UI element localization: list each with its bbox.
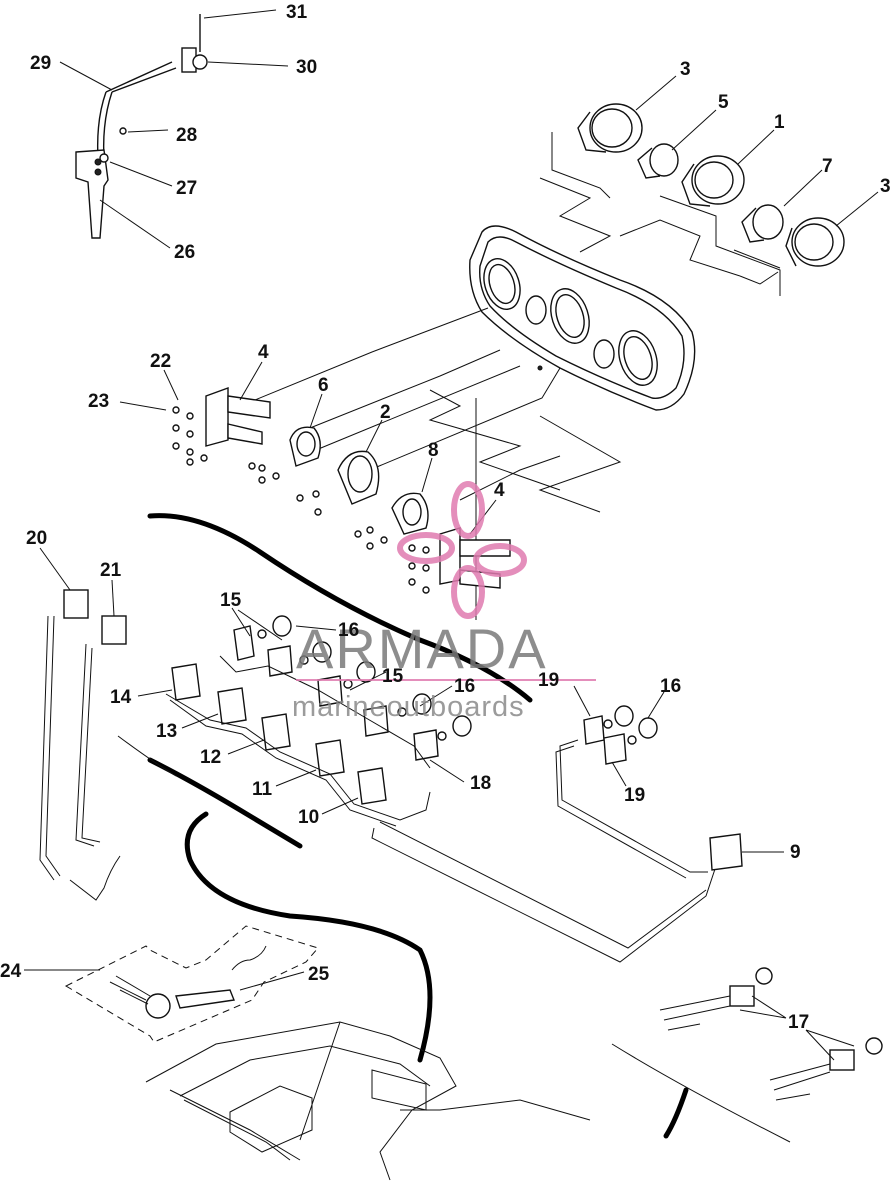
throttle-cable-assembly <box>75 14 208 239</box>
dash-panel <box>469 225 696 411</box>
callout-4-left: 4 <box>258 342 269 363</box>
callout-30: 30 <box>296 57 317 78</box>
callout-28: 28 <box>176 125 197 146</box>
console-shell <box>145 1021 591 1181</box>
callout-31: 31 <box>286 2 308 23</box>
callout-9: 9 <box>790 842 801 863</box>
leader-lines <box>24 9 879 1061</box>
callout-19-top: 19 <box>538 670 559 691</box>
switch-hardware-17 <box>659 967 883 1101</box>
callout-15-mid: 15 <box>382 666 404 687</box>
callout-24: 24 <box>0 961 22 982</box>
callout-3-top: 3 <box>680 59 691 80</box>
callout-23: 23 <box>88 391 109 412</box>
callout-29: 29 <box>30 53 51 74</box>
armada-logo-icon <box>397 481 527 619</box>
callout-6: 6 <box>318 375 329 396</box>
callout-10: 10 <box>298 807 319 828</box>
callout-16-top: 16 <box>338 620 359 641</box>
callout-7: 7 <box>822 156 833 177</box>
callout-15-top: 15 <box>220 590 242 611</box>
watermark-subtitle: marineoutboards <box>292 691 525 723</box>
assembly-lines <box>249 307 622 620</box>
callout-16-right: 16 <box>660 676 681 697</box>
callout-12: 12 <box>200 747 221 768</box>
callout-4-right: 4 <box>494 480 505 501</box>
dash-outline <box>69 513 791 1143</box>
callout-25: 25 <box>308 964 330 985</box>
callout-5: 5 <box>718 92 729 113</box>
switch-panel <box>165 615 743 963</box>
callout-labels: 31 30 29 28 27 26 3 5 1 7 3 22 23 4 6 2 … <box>0 2 891 1033</box>
callout-22: 22 <box>150 351 171 372</box>
callout-18: 18 <box>470 773 491 794</box>
callout-17: 17 <box>788 1012 809 1033</box>
callout-1: 1 <box>774 112 785 133</box>
callout-26: 26 <box>174 242 195 263</box>
callout-11: 11 <box>252 779 273 800</box>
callout-13: 13 <box>156 721 177 742</box>
callout-2: 2 <box>380 402 391 423</box>
callout-14: 14 <box>110 687 132 708</box>
armada-watermark: ARMADA marineoutboards <box>292 481 596 723</box>
callout-16-mid: 16 <box>454 676 475 697</box>
callout-27: 27 <box>176 178 197 199</box>
watermark-brand: ARMADA <box>296 617 548 680</box>
callout-19-bottom: 19 <box>624 785 645 806</box>
callout-8: 8 <box>428 440 439 461</box>
callout-21: 21 <box>100 560 122 581</box>
key-switch-kit <box>64 925 319 1043</box>
callout-3-right: 3 <box>880 176 891 197</box>
switch-harness-left <box>39 589 127 881</box>
callout-20: 20 <box>26 528 47 549</box>
gauge-cluster <box>539 103 845 296</box>
